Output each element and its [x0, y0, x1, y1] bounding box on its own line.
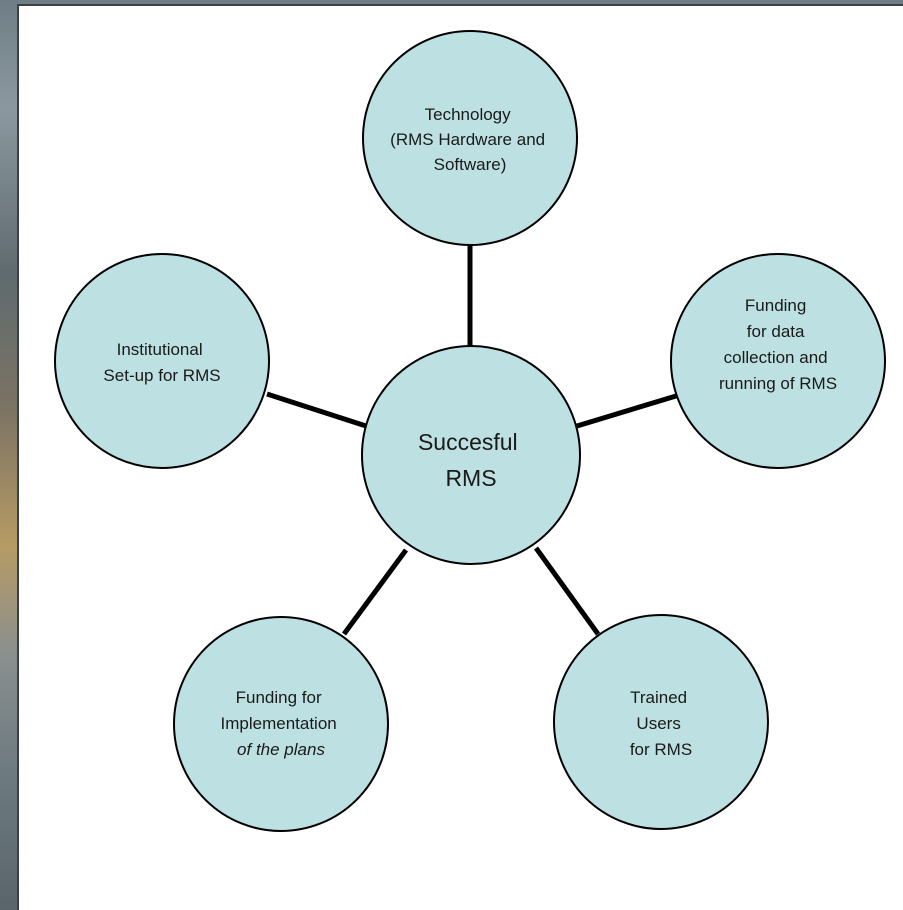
node-center-line-2: RMS — [445, 465, 496, 491]
node-funding-implementation-line-2: Implementation — [221, 714, 337, 733]
node-technology-circle — [362, 30, 578, 246]
node-funding-data-label: Funding for data collection and running … — [719, 296, 837, 393]
node-institutional-circle — [54, 253, 270, 469]
node-trained-users-circle — [553, 614, 769, 830]
node-institutional-label: Institutional Set-up for RMS — [103, 340, 220, 385]
node-funding-implementation-label: Funding for Implementation of the plans — [221, 688, 342, 759]
node-trained-users-line-3: for RMS — [630, 740, 692, 759]
node-center-label: Succesful RMS — [418, 429, 524, 491]
node-technology-line-3: Software) — [434, 155, 507, 174]
node-center: Succesful RMS — [361, 345, 581, 565]
node-funding-data-line-3: collection and — [724, 348, 828, 367]
node-institutional-line-2: Set-up for RMS — [103, 366, 220, 385]
node-funding-implementation-line-3: of the plans — [237, 740, 325, 759]
connectors — [266, 244, 677, 636]
node-trained-users: Trained Users for RMS — [553, 614, 769, 830]
node-center-circle — [361, 345, 581, 565]
node-trained-users-line-1: Trained — [630, 688, 687, 707]
node-technology-line-1: Technology — [425, 105, 512, 124]
node-center-line-1: Succesful — [418, 429, 518, 455]
node-technology-line-2: (RMS Hardware and — [390, 130, 545, 149]
node-institutional: Institutional Set-up for RMS — [54, 253, 270, 469]
node-funding-implementation: Funding for Implementation of the plans — [173, 616, 389, 832]
node-funding-implementation-line-1: Funding for — [236, 688, 322, 707]
node-funding-data-circle — [670, 253, 886, 469]
node-trained-users-line-2: Users — [636, 714, 680, 733]
connector-trained-users — [533, 546, 601, 636]
node-institutional-line-1: Institutional — [117, 340, 203, 359]
node-funding-data-line-2: for data — [747, 322, 805, 341]
connector-institutional — [266, 391, 367, 429]
connector-funding-implementation — [341, 548, 409, 636]
connector-funding-data — [576, 393, 677, 429]
node-funding-data-line-1: Funding — [745, 296, 806, 315]
node-technology: Technology (RMS Hardware and Software) — [362, 30, 578, 246]
node-funding-data: Funding for data collection and running … — [670, 253, 886, 469]
node-technology-label: Technology (RMS Hardware and Software) — [390, 105, 550, 174]
node-funding-data-line-4: running of RMS — [719, 374, 837, 393]
node-trained-users-label: Trained Users for RMS — [630, 688, 692, 759]
node-funding-implementation-circle — [173, 616, 389, 832]
